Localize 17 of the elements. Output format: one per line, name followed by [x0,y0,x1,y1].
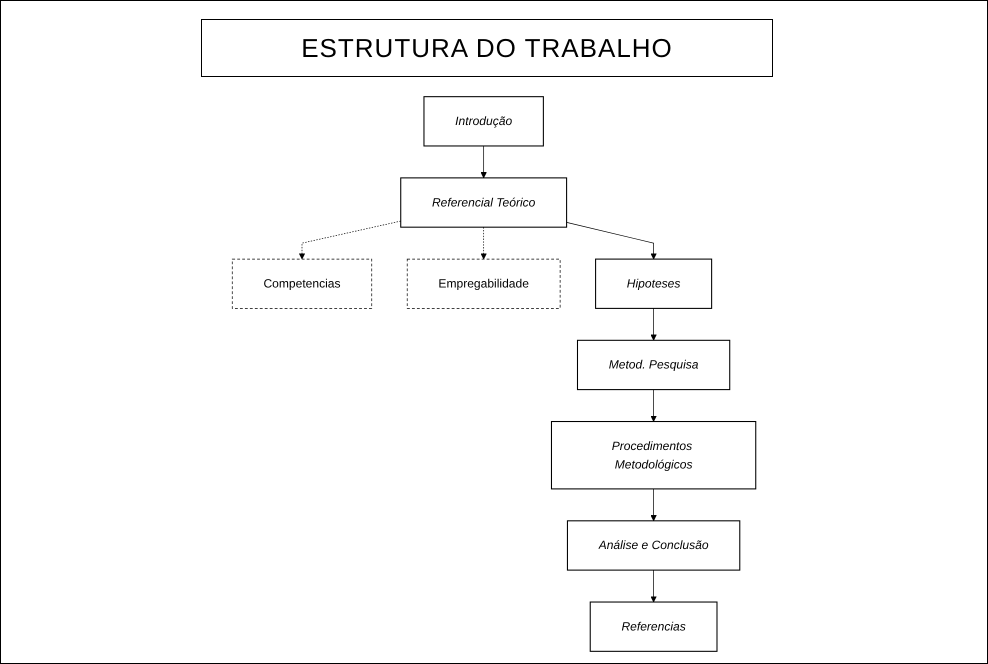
node-box: Introdução [423,96,544,146]
node-box: Competencias [232,258,372,309]
arrow [480,146,487,178]
arrow [650,570,657,602]
node-box: Referencial Teórico [400,177,568,228]
arrow [480,226,487,260]
arrow [650,308,657,341]
arrow [566,222,657,260]
arrow [650,389,657,422]
node-box: Metod. Pesquisa [576,340,730,390]
arrow [298,220,402,260]
arrow [650,488,657,522]
node-box: Procedimentos Metodológicos [550,420,756,490]
node-box: Hipoteses [595,258,712,309]
node-box: Referencias [590,602,718,652]
title-box: ESTRUTURA DO TRABALHO [201,19,773,77]
node-box: Empregabilidade [406,258,560,309]
